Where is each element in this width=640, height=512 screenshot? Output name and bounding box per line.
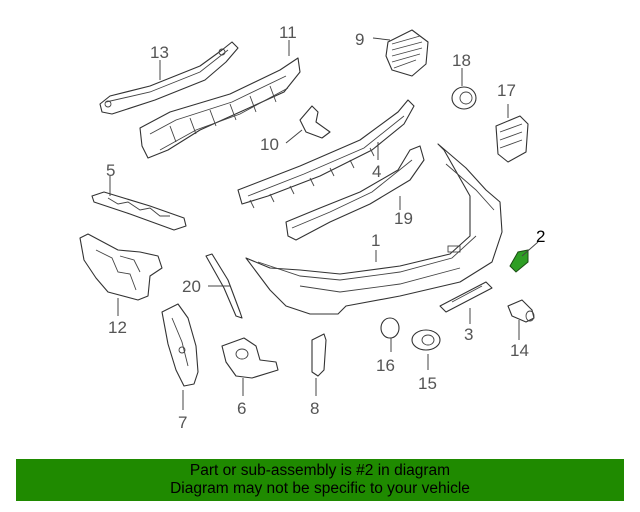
part-3-shape — [439, 281, 493, 313]
callout-13: 13 — [150, 43, 169, 62]
callout-labels: 13 11 9 18 17 10 4 5 19 1 2 20 12 16 3 1… — [106, 23, 545, 432]
callout-10: 10 — [260, 135, 279, 154]
callout-1: 1 — [371, 231, 380, 250]
part-8-shape — [311, 333, 327, 377]
part-12-shape — [79, 233, 163, 301]
callout-12: 12 — [108, 318, 127, 337]
callout-3: 3 — [464, 325, 473, 344]
callout-15: 15 — [418, 374, 437, 393]
callout-11: 11 — [279, 23, 297, 42]
callout-18: 18 — [452, 51, 471, 70]
part-11-shape — [139, 57, 301, 159]
part-10-shape — [299, 105, 331, 139]
callout-16: 16 — [376, 356, 395, 375]
footer-line-part: Part or sub-assembly is #2 in diagram — [189, 462, 451, 479]
callout-5: 5 — [106, 161, 115, 180]
part-1-shape — [245, 143, 503, 315]
callout-19: 19 — [394, 209, 413, 228]
callout-14: 14 — [510, 341, 529, 360]
callout-7: 7 — [178, 413, 187, 432]
part-4-shape — [237, 99, 415, 209]
parts-diagram: 13 11 9 18 17 10 4 5 19 1 2 20 12 16 3 1… — [79, 23, 545, 432]
callout-8: 8 — [310, 399, 319, 418]
part-16-shape — [380, 317, 400, 339]
footer-line-disclaimer: Diagram may not be specific to your vehi… — [170, 480, 470, 497]
part-18-shape — [451, 86, 477, 110]
part-17-shape — [495, 115, 529, 163]
part-14-shape — [507, 299, 535, 323]
callout-17: 17 — [497, 81, 516, 100]
footer-banner: Part or sub-assembly is #2 in diagram Di… — [16, 459, 624, 501]
leader-lines — [109, 37, 539, 410]
part-9-shape — [385, 29, 429, 77]
part-6-shape — [221, 337, 279, 379]
part-2-shape — [509, 249, 529, 273]
callout-9: 9 — [355, 30, 364, 49]
callout-20: 20 — [182, 277, 201, 296]
part-7-shape — [161, 303, 199, 387]
callout-6: 6 — [237, 399, 246, 418]
callout-4: 4 — [372, 162, 381, 181]
callout-2: 2 — [536, 227, 545, 246]
part-13-shape — [99, 41, 239, 115]
part-5-shape — [91, 191, 187, 231]
part-15-shape — [411, 329, 441, 351]
part-19-shape — [285, 145, 425, 241]
